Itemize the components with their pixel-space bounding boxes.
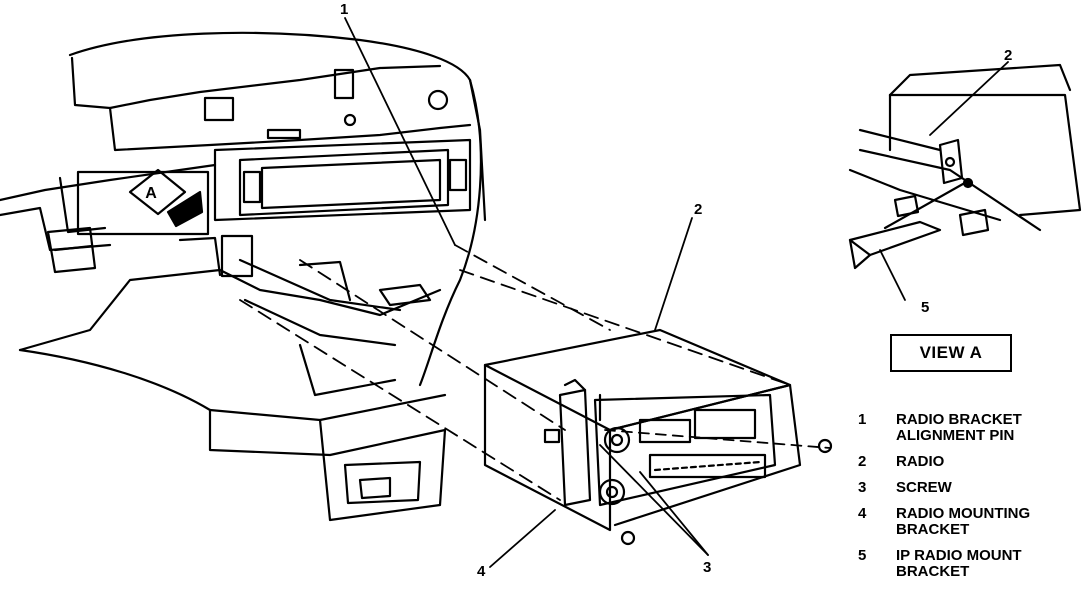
view-a-label-text: VIEW A <box>919 343 983 362</box>
legend: 1 RADIO BRACKET ALIGNMENT PIN 2 RADIO 3 … <box>858 412 1086 590</box>
legend-label: RADIO BRACKET ALIGNMENT PIN <box>896 411 1022 444</box>
callout-1: 1 <box>340 1 348 18</box>
callout-2-radio: 2 <box>694 201 702 218</box>
legend-label: IP RADIO MOUNT BRACKET <box>896 547 1022 580</box>
legend-item: 5 IP RADIO MOUNT BRACKET <box>858 548 1086 580</box>
legend-number: 2 <box>858 453 867 470</box>
callout-5: 5 <box>921 299 929 316</box>
view-a-label: VIEW A <box>890 334 1012 372</box>
legend-item: 3 SCREW <box>858 480 1086 496</box>
instrument-panel-drawing <box>0 31 487 522</box>
legend-item: 2 RADIO <box>858 454 1086 470</box>
view-a-inset-drawing <box>848 63 1082 270</box>
legend-label: RADIO <box>896 453 945 470</box>
radio-unit-drawing <box>483 328 833 546</box>
callout-2-view-a: 2 <box>1004 47 1012 64</box>
legend-number: 3 <box>858 479 867 496</box>
legend-number: 4 <box>858 505 867 522</box>
legend-label: SCREW <box>896 479 952 496</box>
callout-3: 3 <box>703 559 711 576</box>
legend-label: RADIO MOUNTING BRACKET <box>896 505 1031 538</box>
callout-4: 4 <box>477 563 486 580</box>
legend-number: 5 <box>858 547 867 564</box>
legend-item: 1 RADIO BRACKET ALIGNMENT PIN <box>858 412 1086 444</box>
view-a-marker-letter: A <box>145 185 157 202</box>
callout-leader-lines <box>239 17 1009 568</box>
legend-item: 4 RADIO MOUNTING BRACKET <box>858 506 1086 538</box>
legend-number: 1 <box>858 411 867 428</box>
